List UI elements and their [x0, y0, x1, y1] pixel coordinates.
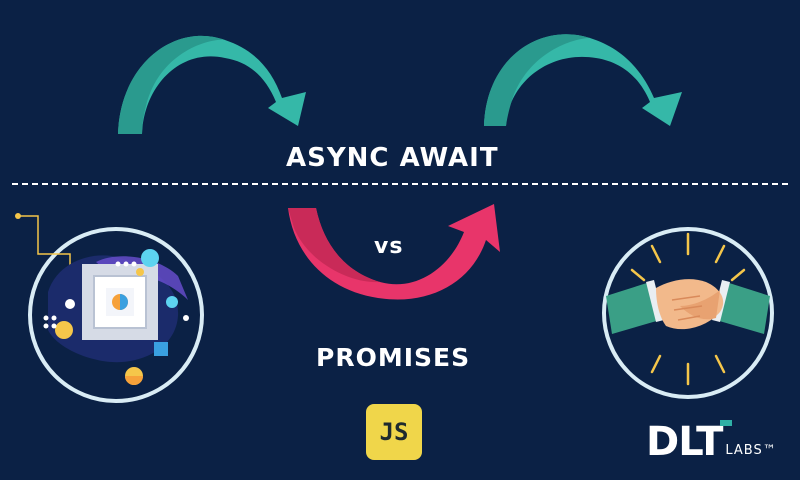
js-badge-label: JS: [379, 418, 409, 446]
teal-arrow-right: [484, 34, 682, 126]
dlt-labs-logo: DLT LABS™: [646, 418, 777, 462]
js-badge: JS: [366, 404, 422, 460]
dashed-divider: [12, 183, 788, 185]
teal-arrow-left: [118, 35, 306, 134]
logo-accent-mark: [720, 420, 732, 426]
handshake-illustration: [602, 227, 774, 399]
heading-async-await: ASYNC AWAIT: [286, 143, 499, 173]
logo-sub-text: LABS™: [725, 443, 777, 458]
logo-main-text: DLT: [646, 419, 723, 465]
processor-illustration: [15, 213, 204, 403]
pink-arrow: [288, 204, 500, 300]
heading-promises: PROMISES: [316, 343, 471, 372]
heading-vs: vs: [374, 234, 404, 259]
